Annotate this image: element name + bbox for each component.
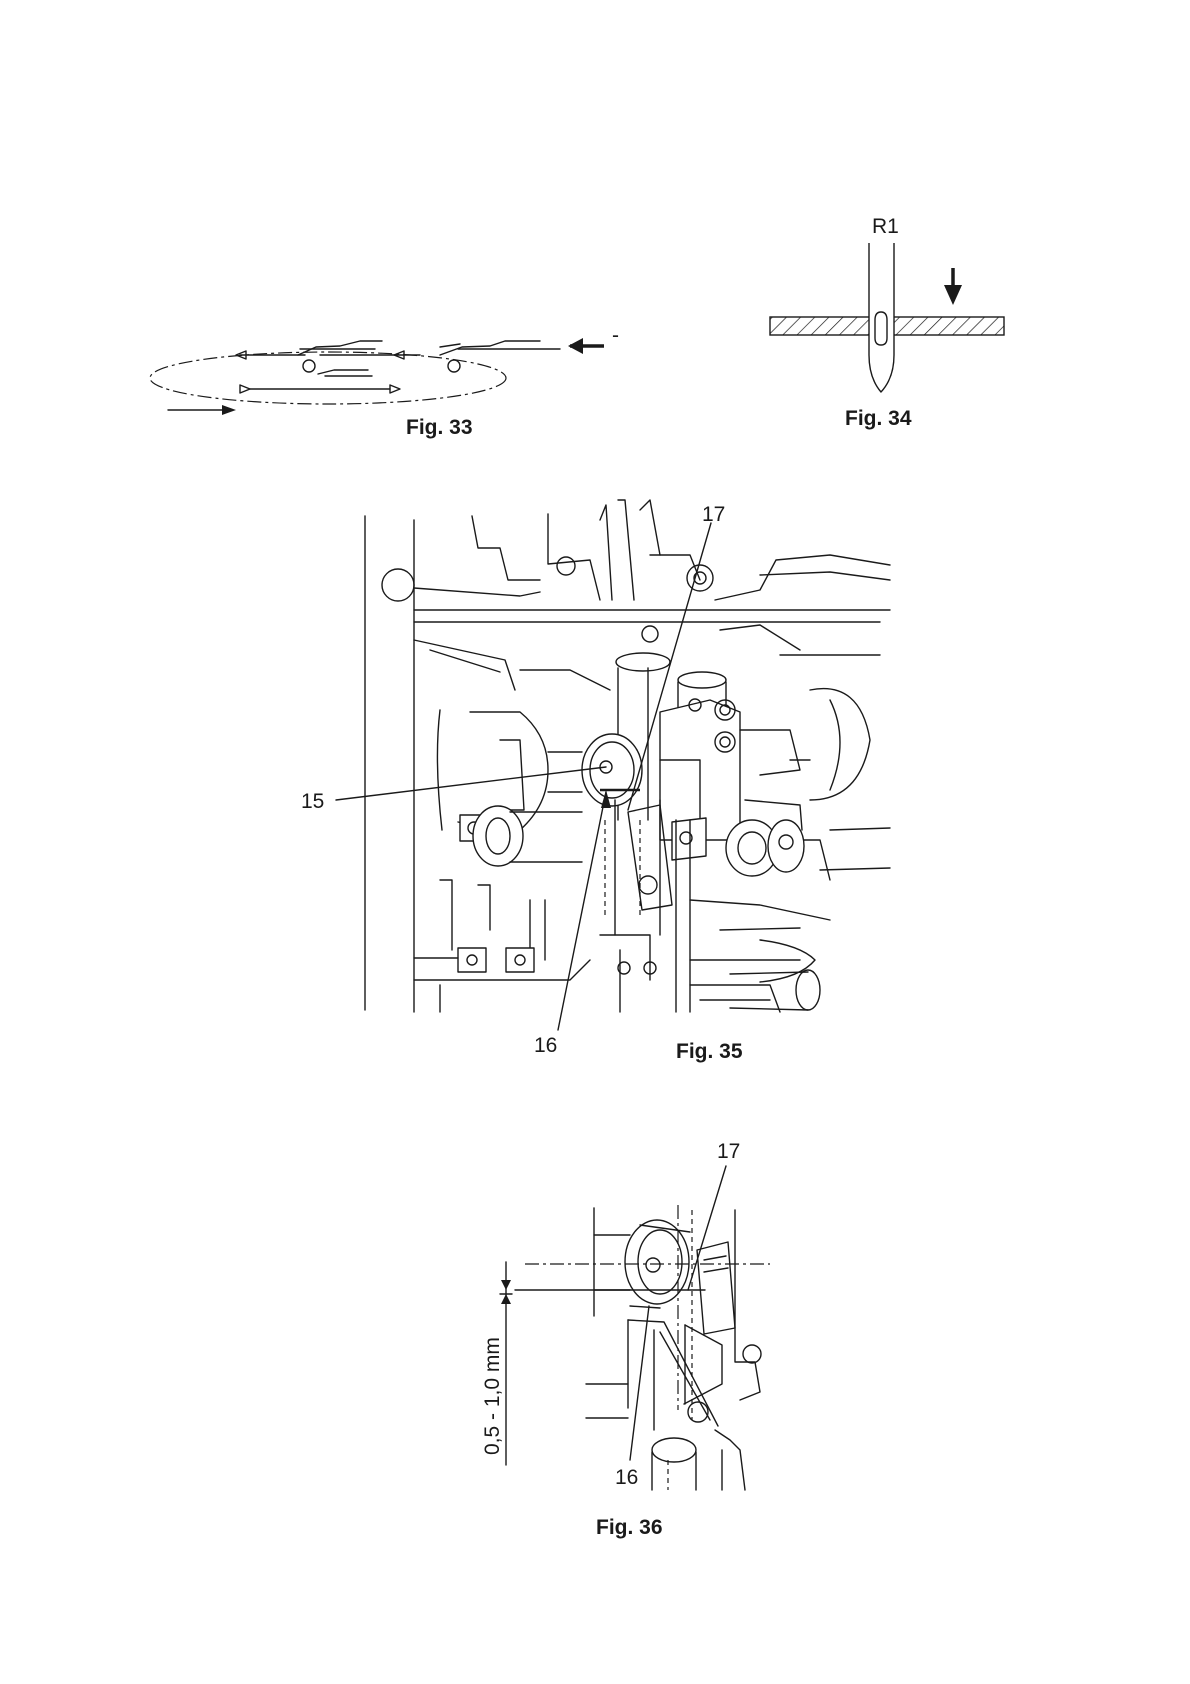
arrow-down-icon bbox=[944, 285, 962, 305]
fig35-label-15: 15 bbox=[301, 790, 324, 813]
fig36-dimension: 0,5 - 1,0 mm bbox=[481, 1337, 504, 1455]
fig33-sign: - bbox=[612, 324, 619, 347]
fig35-label-17: 17 bbox=[702, 503, 725, 526]
fig36-label-17: 17 bbox=[717, 1140, 740, 1163]
leader-16 bbox=[558, 792, 606, 1030]
mechanism-drawing bbox=[365, 500, 890, 1012]
figure-34: R1 Fig. 34 bbox=[770, 215, 1004, 430]
figure-36: 0,5 - 1,0 mm 17 16 Fig. 36 bbox=[481, 1140, 770, 1539]
arrow-right-icon bbox=[222, 405, 236, 415]
figure-33: - Fig. 33 bbox=[150, 324, 619, 439]
arrow-left-icon bbox=[568, 338, 583, 354]
detail-drawing bbox=[586, 1205, 761, 1490]
fig33-caption: Fig. 33 bbox=[406, 416, 473, 439]
fig34-caption: Fig. 34 bbox=[845, 407, 912, 430]
fig36-caption: Fig. 36 bbox=[596, 1516, 663, 1539]
figure-35: 15 16 17 Fig. 35 bbox=[301, 500, 890, 1063]
fig35-caption: Fig. 35 bbox=[676, 1040, 743, 1063]
fig35-label-16: 16 bbox=[534, 1034, 557, 1057]
fig36-label-16: 16 bbox=[615, 1466, 638, 1489]
fig34-label-r1: R1 bbox=[872, 215, 899, 238]
loop-path-diagram bbox=[150, 341, 560, 404]
leader-15 bbox=[336, 767, 606, 800]
leader-16-detail bbox=[630, 1306, 649, 1460]
